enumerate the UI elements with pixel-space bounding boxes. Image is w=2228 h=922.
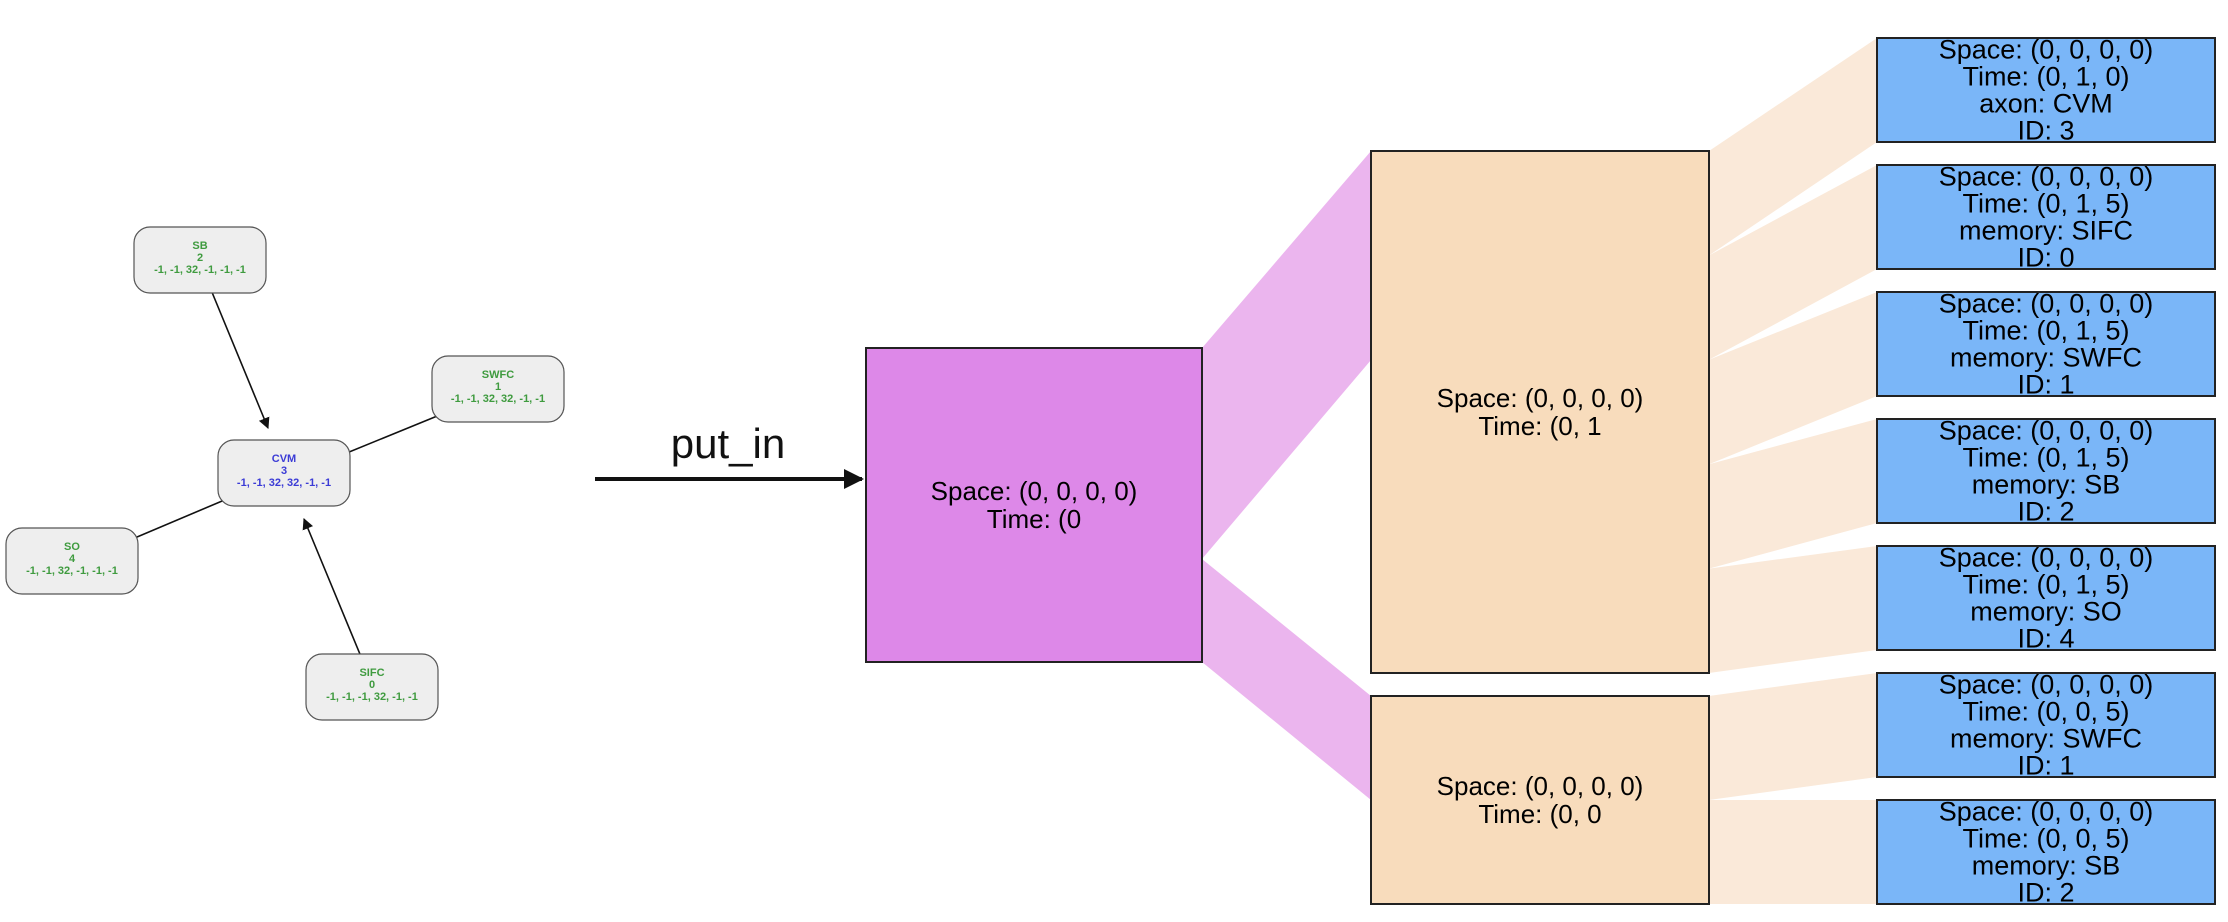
node-sb-dims: -1, -1, 32, -1, -1, -1 <box>154 264 246 276</box>
connector-middle-to-leaf-4 <box>1709 419 1877 569</box>
root-box[interactable]: Space: (0, 0, 0, 0)Time: (0 <box>865 347 1203 663</box>
leaf-box-2-line-3: memory: SIFC <box>1959 216 2133 246</box>
put-in-arrow: put_in <box>595 420 864 489</box>
node-swfc-box <box>431 355 565 423</box>
leaf-box-3-line-3: memory: SWFC <box>1950 343 2142 373</box>
leaf-box-6-line-4: ID: 1 <box>2017 751 2074 781</box>
middle-box-2-rect <box>1370 695 1710 905</box>
tree-connectors <box>1202 38 1877 904</box>
leaf-box-4-line-1: Space: (0, 0, 0, 0) <box>1939 416 2154 446</box>
connector-root-to-middle-1 <box>1202 151 1371 559</box>
edge-sb-to-cvm <box>201 267 270 430</box>
node-so-dims: -1, -1, 32, -1, -1, -1 <box>26 565 118 577</box>
connector-root-to-middle-2 <box>1202 559 1371 800</box>
leaf-box-1-line-2: Time: (0, 1, 0) <box>1962 62 2129 92</box>
connector-middle-to-leaf-3 <box>1709 292 1877 465</box>
connector-middle-to-leaf-1 <box>1709 38 1877 256</box>
node-so-box <box>5 527 139 595</box>
node-sifc-index: 0 <box>369 679 375 691</box>
middle-box-1-line-1: Space: (0, 0, 0, 0) <box>1437 383 1644 413</box>
root-box-line-1: Space: (0, 0, 0, 0) <box>931 476 1138 506</box>
leaf-box-2-line-2: Time: (0, 1, 5) <box>1962 189 2129 219</box>
leaf-box-5-rect <box>1876 545 2216 651</box>
leaf-box-5-line-1: Space: (0, 0, 0, 0) <box>1939 543 2154 573</box>
node-cvm-box <box>217 439 351 507</box>
node-sb[interactable]: SB2-1, -1, 32, -1, -1, -1 <box>133 226 267 294</box>
node-so[interactable]: SO4-1, -1, 32, -1, -1, -1 <box>5 527 139 595</box>
leaf-box-5-line-4: ID: 4 <box>2017 624 2074 654</box>
connector-middle-to-leaf-7 <box>1709 800 1877 904</box>
leaf-box-4-line-4: ID: 2 <box>2017 497 2074 527</box>
leaf-box-6-line-2: Time: (0, 0, 5) <box>1962 697 2129 727</box>
middle-box-1-rect <box>1370 150 1710 674</box>
node-sb-box <box>133 226 267 294</box>
root-box-rect <box>865 347 1203 663</box>
put-in-label: put_in <box>671 420 785 467</box>
leaf-box-3-line-1: Space: (0, 0, 0, 0) <box>1939 289 2154 319</box>
leaf-box-2-line-1: Space: (0, 0, 0, 0) <box>1939 162 2154 192</box>
leaf-box-1-line-3: axon: CVM <box>1979 89 2113 119</box>
leaf-box-2-rect <box>1876 164 2216 270</box>
middle-box-1-line-2: Time: (0, 1 <box>1478 411 1601 441</box>
leaf-box-2-line-4: ID: 0 <box>2017 243 2074 273</box>
node-so-index: 4 <box>69 553 76 565</box>
leaf-box-6-line-1: Space: (0, 0, 0, 0) <box>1939 670 2154 700</box>
leaf-box-1[interactable]: Space: (0, 0, 0, 0)Time: (0, 1, 0)axon: … <box>1876 35 2216 146</box>
leaf-box-5-line-3: memory: SO <box>1970 597 2122 627</box>
leaf-box-6[interactable]: Space: (0, 0, 0, 0)Time: (0, 0, 5)memory… <box>1876 670 2216 781</box>
leaf-box-3-rect <box>1876 291 2216 397</box>
node-swfc-index: 1 <box>495 381 501 393</box>
leaf-box-6-rect <box>1876 672 2216 778</box>
leaf-box-1-line-4: ID: 3 <box>2017 116 2074 146</box>
leaf-box-5[interactable]: Space: (0, 0, 0, 0)Time: (0, 1, 5)memory… <box>1876 543 2216 654</box>
leaf-box-4-line-2: Time: (0, 1, 5) <box>1962 443 2129 473</box>
leaf-box-7-rect <box>1876 799 2216 905</box>
leaf-box-1-rect <box>1876 37 2216 143</box>
leaf-box-1-line-1: Space: (0, 0, 0, 0) <box>1939 35 2154 65</box>
leaf-box-7[interactable]: Space: (0, 0, 0, 0)Time: (0, 0, 5)memory… <box>1876 797 2216 908</box>
node-cvm-index: 3 <box>281 465 287 477</box>
leaf-box-4-line-3: memory: SB <box>1972 470 2121 500</box>
node-swfc-name: SWFC <box>482 369 514 381</box>
leaf-box-2[interactable]: Space: (0, 0, 0, 0)Time: (0, 1, 5)memory… <box>1876 162 2216 273</box>
node-sifc-name: SIFC <box>359 667 384 679</box>
node-so-name: SO <box>64 541 80 553</box>
node-sb-index: 2 <box>197 252 203 264</box>
root-box-line-2: Time: (0 <box>987 504 1081 534</box>
leaf-box-4-rect <box>1876 418 2216 524</box>
connector-middle-to-leaf-6 <box>1709 673 1877 800</box>
node-cvm-dims: -1, -1, 32, 32, -1, -1 <box>237 477 331 489</box>
leaf-box-3-line-4: ID: 1 <box>2017 370 2074 400</box>
node-sifc-dims: -1, -1, -1, 32, -1, -1 <box>326 691 418 703</box>
middle-box-2-line-2: Time: (0, 0 <box>1478 799 1601 829</box>
leaf-box-3-line-2: Time: (0, 1, 5) <box>1962 316 2129 346</box>
middle-box-2-line-1: Space: (0, 0, 0, 0) <box>1437 771 1644 801</box>
leaf-box-7-line-3: memory: SB <box>1972 851 2121 881</box>
connector-middle-to-leaf-2 <box>1709 165 1877 360</box>
middle-box-1[interactable]: Space: (0, 0, 0, 0)Time: (0, 1 <box>1370 150 1710 674</box>
node-swfc-dims: -1, -1, 32, 32, -1, -1 <box>451 393 545 405</box>
leaf-box-7-line-1: Space: (0, 0, 0, 0) <box>1939 797 2154 827</box>
leaf-box-4[interactable]: Space: (0, 0, 0, 0)Time: (0, 1, 5)memory… <box>1876 416 2216 527</box>
node-sb-name: SB <box>192 240 207 252</box>
leaf-box-7-line-4: ID: 2 <box>2017 878 2074 908</box>
middle-box-2[interactable]: Space: (0, 0, 0, 0)Time: (0, 0 <box>1370 695 1710 905</box>
node-cvm-name: CVM <box>272 453 296 465</box>
connector-middle-to-leaf-5 <box>1709 546 1877 673</box>
leaf-box-6-line-3: memory: SWFC <box>1950 724 2142 754</box>
leaf-box-7-line-2: Time: (0, 0, 5) <box>1962 824 2129 854</box>
leaf-box-5-line-2: Time: (0, 1, 5) <box>1962 570 2129 600</box>
leaf-box-3[interactable]: Space: (0, 0, 0, 0)Time: (0, 1, 5)memory… <box>1876 289 2216 400</box>
node-sifc-box <box>305 653 439 721</box>
